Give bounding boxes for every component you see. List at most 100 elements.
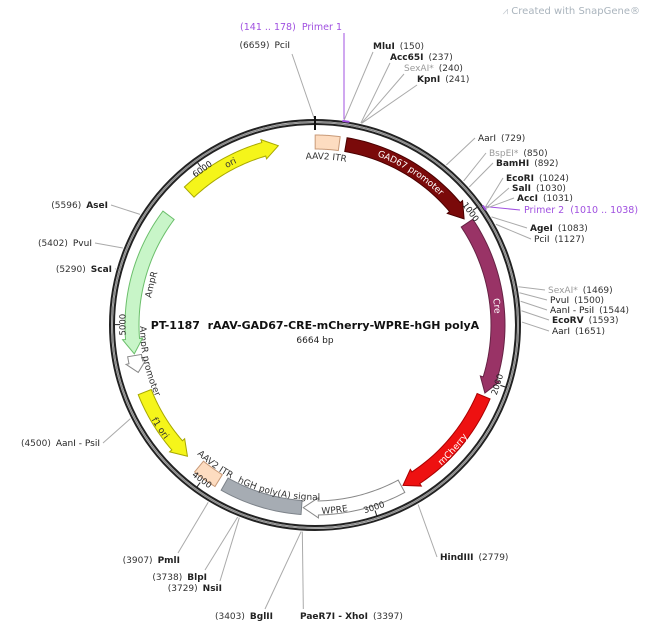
site-leader-line bbox=[445, 137, 476, 166]
feature-mcherry[interactable]: mCherry bbox=[402, 392, 491, 487]
feature-arrow[interactable] bbox=[183, 138, 280, 198]
restriction-site-aani-psii[interactable]: AanI - PsiI(1544) bbox=[550, 306, 629, 316]
feature-label: GAD67 promoter bbox=[376, 149, 446, 198]
site-position: (1024) bbox=[539, 174, 569, 184]
snapgene-watermark: ⩘Created with SnapGene® bbox=[502, 6, 640, 17]
site-name: AarI bbox=[552, 327, 570, 337]
restriction-site-pvui[interactable]: PvuI(1500) bbox=[550, 296, 604, 306]
feature-aav2-itr[interactable]: AAV2 ITR bbox=[306, 134, 348, 164]
feature-wpre[interactable]: WPRE bbox=[302, 479, 406, 519]
site-leader-line bbox=[361, 73, 405, 124]
site-leader-line bbox=[204, 516, 239, 571]
restriction-site-bglii[interactable]: (3403)BglII bbox=[215, 612, 273, 622]
feature-label-text: ori bbox=[223, 156, 238, 170]
site-name: PaeR7I - XhoI bbox=[300, 612, 368, 622]
site-position: (3729) bbox=[168, 584, 198, 594]
restriction-site-pcii[interactable]: PciI(1127) bbox=[534, 235, 584, 245]
feature-arrow[interactable] bbox=[121, 210, 175, 355]
feature-label: Cre bbox=[491, 298, 503, 315]
site-position: (5290) bbox=[56, 265, 86, 275]
restriction-site-pmli[interactable]: (3907)PmlI bbox=[123, 556, 180, 566]
feature-label-text: WPRE bbox=[321, 504, 349, 517]
restriction-site-scai[interactable]: (5290)ScaI bbox=[56, 265, 112, 275]
site-leader-line bbox=[484, 177, 504, 208]
restriction-site-kpni[interactable]: KpnI(241) bbox=[417, 75, 469, 85]
site-name: BglII bbox=[250, 612, 273, 622]
feature-arrow[interactable] bbox=[124, 353, 147, 374]
site-name: SexAI* bbox=[548, 286, 578, 296]
restriction-site-bamhi[interactable]: BamHI(892) bbox=[496, 159, 558, 169]
restriction-site-acc65i[interactable]: Acc65I(237) bbox=[390, 53, 453, 63]
site-position: (1544) bbox=[599, 306, 629, 316]
site-leader-line bbox=[495, 223, 532, 240]
feature-arrow[interactable] bbox=[344, 137, 465, 220]
site-leader-line bbox=[219, 517, 240, 582]
feature-cre[interactable]: Cre bbox=[460, 218, 506, 394]
site-leader-line bbox=[110, 204, 141, 215]
feature-label-text: Cre bbox=[491, 298, 503, 315]
site-name: PciI bbox=[274, 41, 290, 51]
site-position: (5596) bbox=[51, 201, 81, 211]
restriction-site-paer7i-xhoi[interactable]: PaeR7I - XhoI(3397) bbox=[300, 612, 403, 622]
feature-arrow[interactable] bbox=[193, 460, 224, 488]
site-position: (850) bbox=[523, 149, 547, 159]
feature-ampr[interactable]: AmpR bbox=[121, 210, 175, 355]
tick-label: 5000 bbox=[118, 314, 128, 336]
feature-arrow[interactable] bbox=[460, 218, 506, 394]
restriction-site-agei[interactable]: AgeI(1083) bbox=[530, 224, 588, 234]
restriction-site-mlui[interactable]: MluI(150) bbox=[373, 42, 424, 52]
site-name: HindIII bbox=[440, 553, 474, 563]
site-labels: (141 .. 178)Primer 1 Primer 2(1010 .. 103… bbox=[21, 22, 638, 622]
restriction-site-ecorv[interactable]: EcoRV(1593) bbox=[552, 316, 619, 326]
site-position: (1500) bbox=[574, 296, 604, 306]
site-position: (240) bbox=[439, 64, 463, 74]
site-name: SalI bbox=[512, 184, 531, 194]
restriction-site-acci[interactable]: AccI(1031) bbox=[517, 194, 573, 204]
site-name: PvuI bbox=[73, 239, 92, 249]
feature-arrow[interactable] bbox=[220, 477, 303, 516]
site-name: NsiI bbox=[203, 584, 222, 594]
restriction-site-nsii[interactable]: (3729) NsiI bbox=[168, 584, 222, 594]
restriction-site-sexai-[interactable]: SexAI* (1469) bbox=[548, 286, 613, 296]
site-leader-line bbox=[519, 292, 548, 301]
feature-arrow[interactable] bbox=[137, 388, 189, 457]
restriction-site-blpi[interactable]: (3738)BlpI bbox=[152, 573, 207, 583]
site-leader-line bbox=[94, 242, 123, 249]
site-name: BlpI bbox=[187, 573, 207, 583]
site-leader-line bbox=[291, 53, 315, 119]
site-name: EcoRI bbox=[506, 174, 534, 184]
site-leader-line bbox=[102, 418, 131, 444]
restriction-site-sexai-[interactable]: SexAI*(240) bbox=[404, 64, 463, 74]
site-name: PmlI bbox=[158, 556, 180, 566]
restriction-site-ecori[interactable]: EcoRI (1024) bbox=[506, 174, 569, 184]
site-name: BamHI bbox=[496, 159, 529, 169]
restriction-site-aani-psii[interactable]: (4500)AanI - PsiI bbox=[21, 439, 100, 449]
site-name: AseI bbox=[86, 201, 108, 211]
site-position: (4500) bbox=[21, 439, 51, 449]
restriction-site-bspei-[interactable]: BspEI*(850) bbox=[489, 149, 548, 159]
feature-arrow[interactable] bbox=[314, 134, 341, 152]
site-position: (5402) bbox=[38, 239, 68, 249]
site-position: (1127) bbox=[555, 235, 585, 245]
feature-gad67-promoter[interactable]: GAD67 promoter bbox=[344, 137, 465, 220]
site-leader-line bbox=[177, 502, 209, 554]
restriction-site-sali[interactable]: SalI(1030) bbox=[512, 184, 566, 194]
restriction-site-aari[interactable]: AarI(1651) bbox=[552, 327, 605, 337]
site-leader-line bbox=[417, 504, 438, 558]
restriction-site-hindiii[interactable]: HindIII(2779) bbox=[440, 553, 508, 563]
site-position: (241) bbox=[445, 75, 469, 85]
site-leader-line bbox=[463, 152, 487, 182]
primer-label[interactable]: Primer 2(1010 .. 1038) bbox=[524, 205, 638, 216]
restriction-site-pvui[interactable]: (5402) PvuI bbox=[38, 239, 92, 249]
feature-f1-ori[interactable]: f1 ori bbox=[137, 388, 189, 457]
restriction-site-aari[interactable]: AarI(729) bbox=[478, 134, 525, 144]
feature-arrow[interactable] bbox=[402, 392, 491, 487]
feature-ori[interactable]: ori bbox=[183, 138, 280, 198]
primer-label[interactable]: (141 .. 178)Primer 1 bbox=[240, 22, 342, 33]
site-name: EcoRV bbox=[552, 316, 584, 326]
restriction-site-pcii[interactable]: (6659)PciI bbox=[240, 41, 290, 51]
restriction-site-asei[interactable]: (5596) AseI bbox=[51, 201, 108, 211]
feature-arrow[interactable] bbox=[302, 479, 406, 519]
site-position: (1031) bbox=[543, 194, 573, 204]
site-position: (1469) bbox=[583, 286, 613, 296]
